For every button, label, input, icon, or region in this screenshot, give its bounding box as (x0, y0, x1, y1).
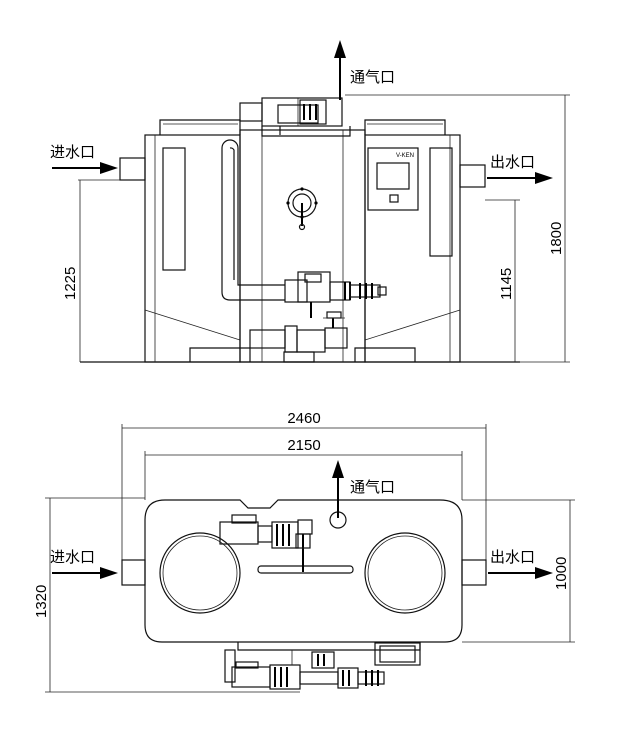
control-panel-screen (376, 162, 410, 190)
dim-tank-depth: 1000 (553, 557, 570, 590)
top-pump-motor (219, 521, 259, 545)
center-bar (257, 565, 354, 574)
top-outlet-label: 出水口 (490, 549, 535, 566)
control-panel (367, 147, 419, 211)
top-inlet-label: 进水口 (50, 549, 95, 566)
front-outlet-label: 出水口 (490, 154, 535, 171)
left-chamber-circle (159, 532, 241, 614)
bottom-pump-motor (231, 666, 271, 688)
right-tank-lid (364, 119, 446, 135)
top-view: 2460 2150 通气口 进水口 (33, 410, 575, 693)
left-tank-body (144, 134, 241, 363)
dim-total-height: 1800 (548, 222, 565, 255)
top-outlet-stub (461, 559, 487, 586)
vent-fitting-left (239, 102, 263, 122)
left-tank-window (162, 147, 186, 271)
right-tank-window (429, 147, 453, 257)
dim-outlet-height: 1145 (498, 268, 515, 300)
pump-body (284, 279, 308, 303)
bottom-riser-pipe (224, 649, 236, 683)
central-cabinet (239, 129, 366, 363)
lower-pump-motor (249, 329, 286, 349)
top-inlet-stub (121, 559, 146, 586)
right-chamber-circle (364, 532, 446, 614)
front-inlet-stub (119, 157, 146, 181)
top-tank-outline (144, 499, 463, 643)
dim-tank-width: 2150 (287, 437, 320, 454)
front-view: V-KEN (50, 40, 570, 363)
dim-inlet-height: 1225 (62, 267, 79, 300)
right-tank-body (364, 134, 461, 363)
left-tank-lid (159, 119, 241, 135)
panel-brand-label: V-KEN (396, 153, 414, 159)
front-vent-label: 通气口 (350, 69, 395, 86)
vent-manifold (261, 97, 343, 127)
dim-overall-width: 2460 (287, 410, 320, 427)
control-panel-button (389, 194, 399, 203)
front-outlet-stub (459, 164, 486, 188)
front-inlet-label: 进水口 (50, 144, 95, 161)
top-cabinet-block (374, 642, 421, 666)
dim-overall-depth: 1320 (33, 585, 50, 618)
top-vent-label: 通气口 (350, 479, 395, 496)
